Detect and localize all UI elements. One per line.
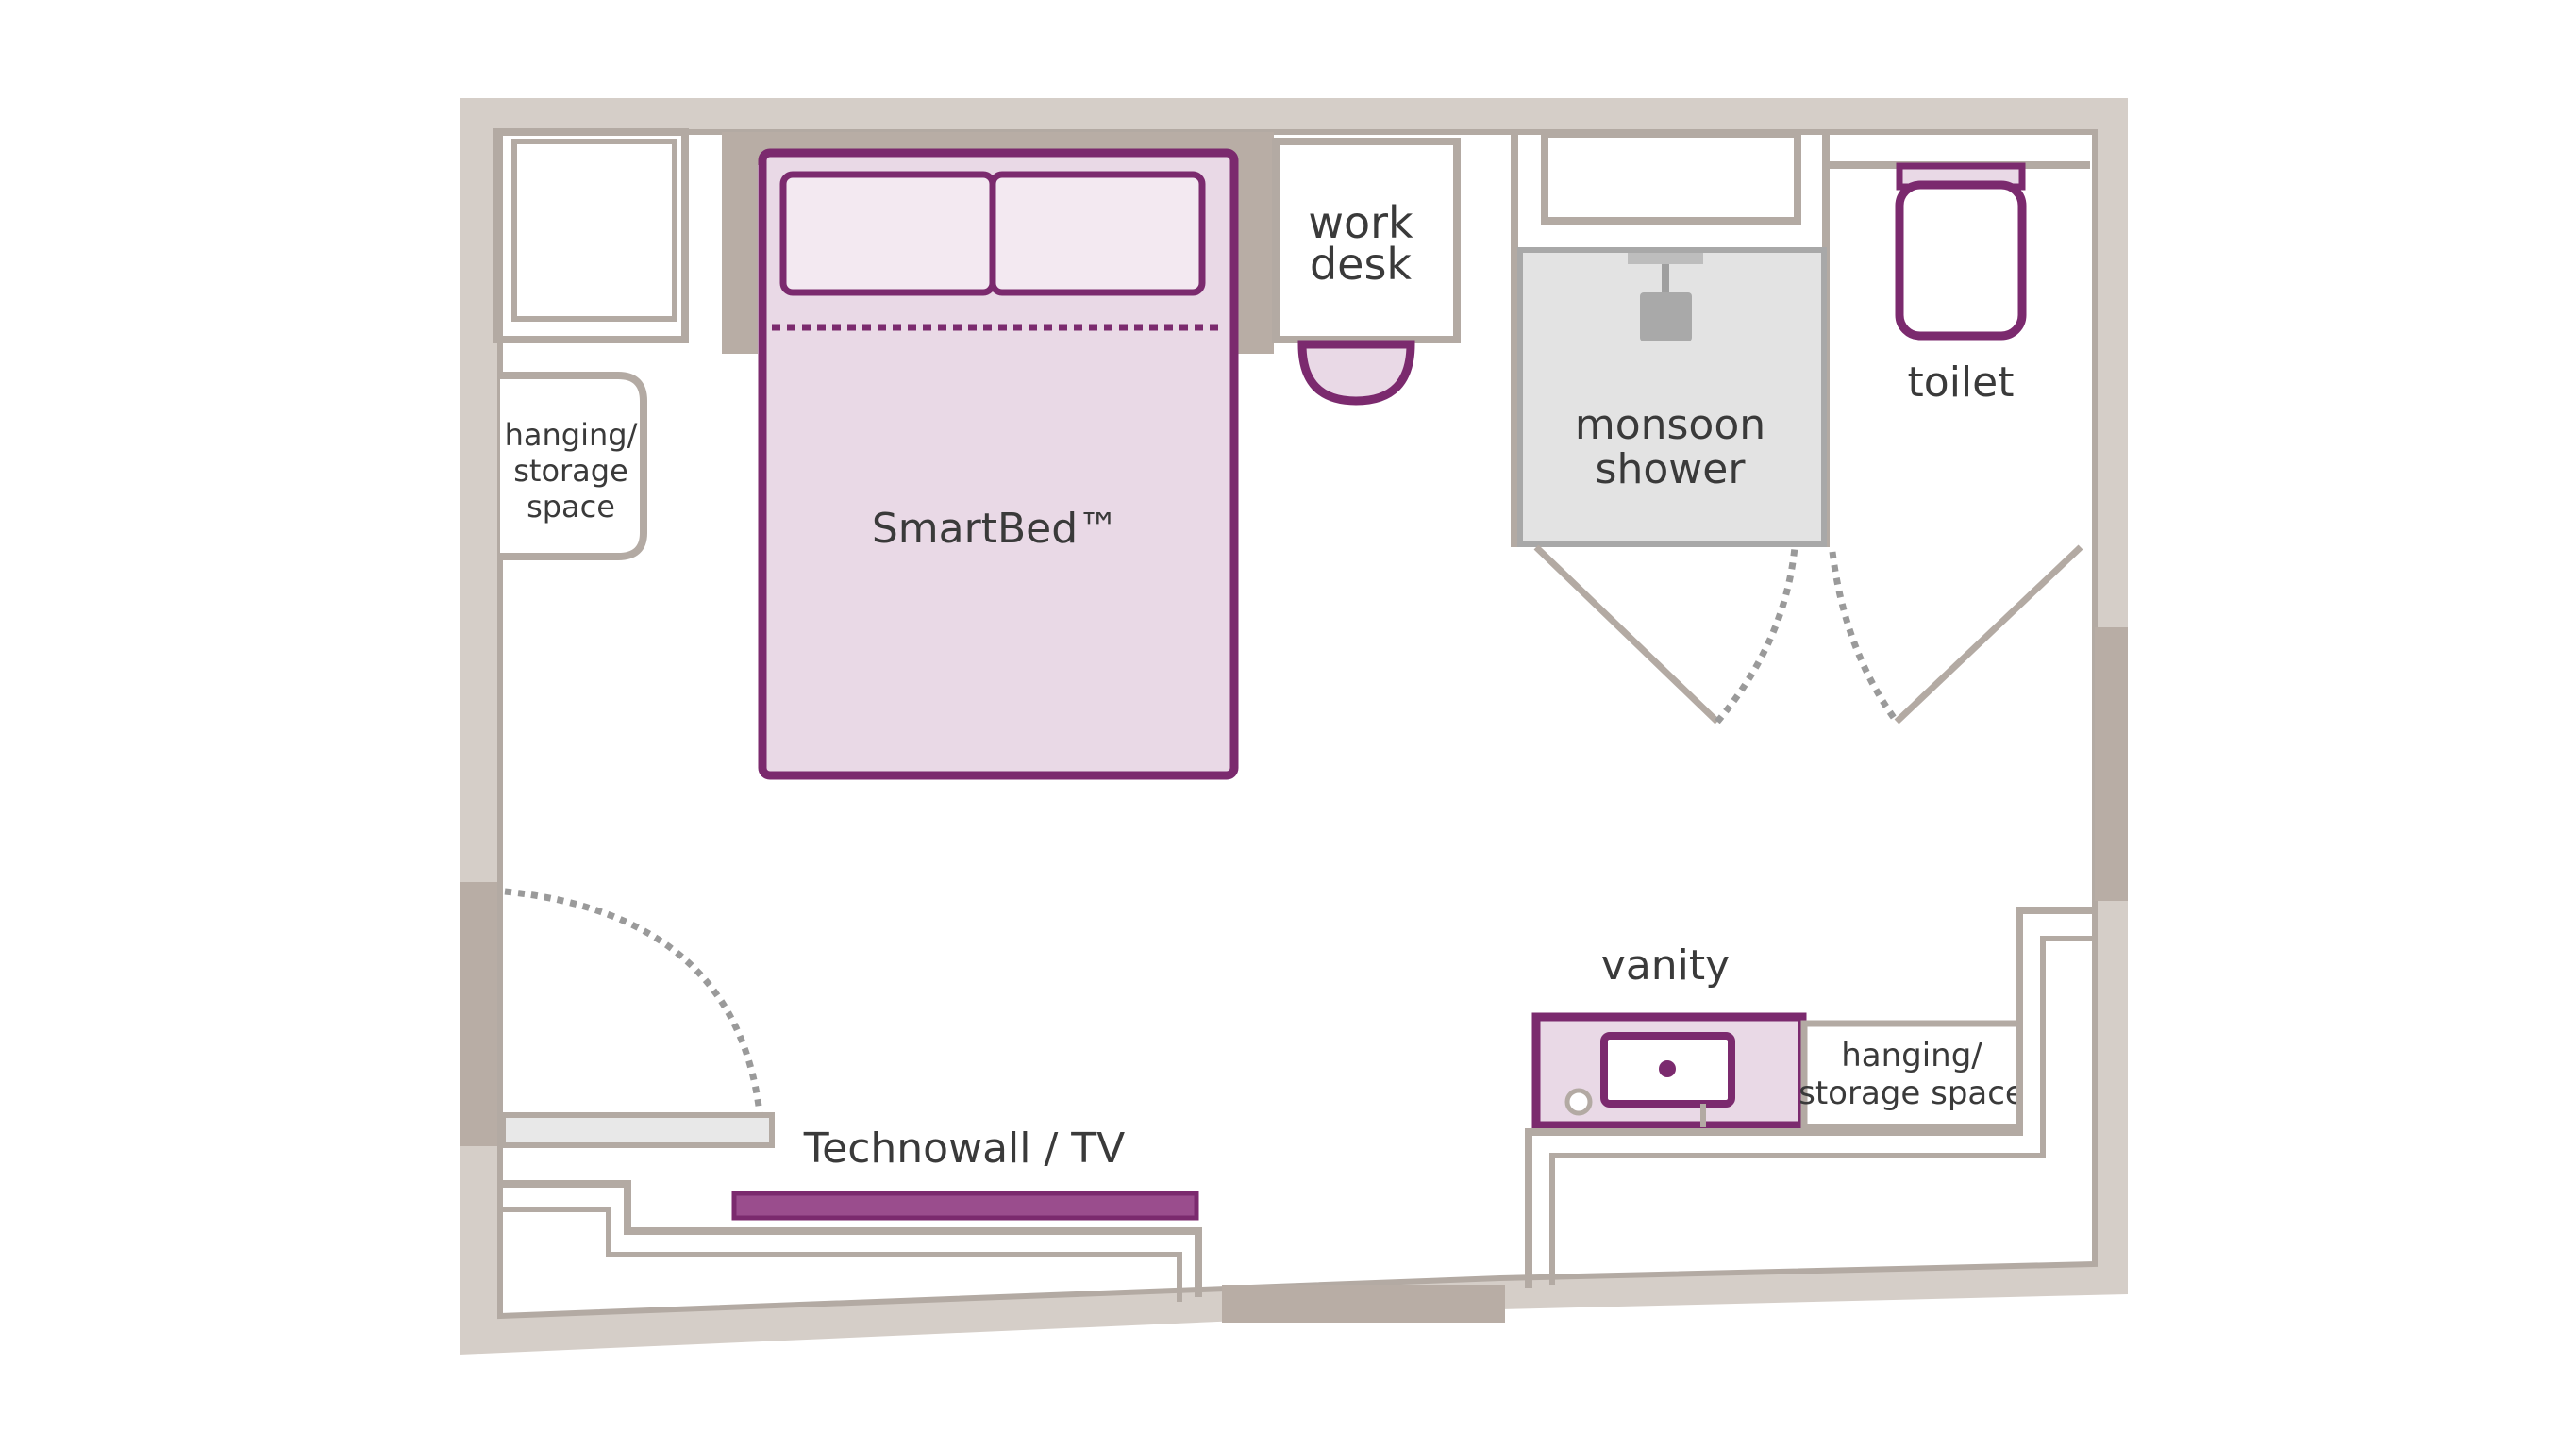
bed-pillow-left [779, 171, 996, 296]
bottom-left-built-ins [500, 1180, 1202, 1302]
vanity-label: vanity [1601, 941, 1730, 990]
toilet-label: toilet [1908, 358, 2015, 407]
work-desk-label-1: work [1308, 197, 1413, 248]
monsoon-shower: monsoon shower [1517, 247, 1827, 547]
hanging-storage-right-label-1: hanging/ [1841, 1037, 1982, 1074]
monsoon-shower-label-2: shower [1596, 445, 1747, 493]
bottom-right-built-ins [1525, 907, 2095, 1288]
hanging-storage-left: hanging/ storage space [500, 372, 647, 560]
bed-pillow-right [989, 171, 1206, 296]
entrance-door [500, 888, 775, 1148]
hanging-storage-left-label-2: storage [513, 453, 628, 489]
vanity: vanity [1531, 941, 1807, 1130]
bathroom-doors [1533, 544, 2083, 724]
hanging-storage-right-label-2: storage space [1798, 1074, 2025, 1112]
vanity-fixture-icon [1564, 1088, 1593, 1116]
monsoon-shower-label-1: monsoon [1575, 401, 1765, 449]
hanging-storage-left-label-3: space [527, 489, 615, 525]
technowall-label: Technowall / TV [803, 1124, 1126, 1173]
desk-chair [1297, 340, 1415, 406]
technowall-tv: Technowall / TV [731, 1124, 1199, 1221]
work-desk: work desk [1272, 138, 1461, 406]
smartbed: SmartBed™ [758, 148, 1239, 780]
hanging-storage-left-label-1: hanging/ [505, 417, 638, 453]
top-left-closet [493, 128, 689, 343]
work-desk-label-2: desk [1310, 239, 1412, 290]
toilet: toilet [1895, 162, 2027, 407]
hanging-storage-right: hanging/ storage space [1798, 1020, 2025, 1131]
smartbed-label: SmartBed™ [872, 505, 1119, 553]
sink-drain-icon [1659, 1060, 1676, 1077]
shower-head-icon [1640, 292, 1692, 341]
bathroom: monsoon shower toilet [1511, 130, 2090, 724]
